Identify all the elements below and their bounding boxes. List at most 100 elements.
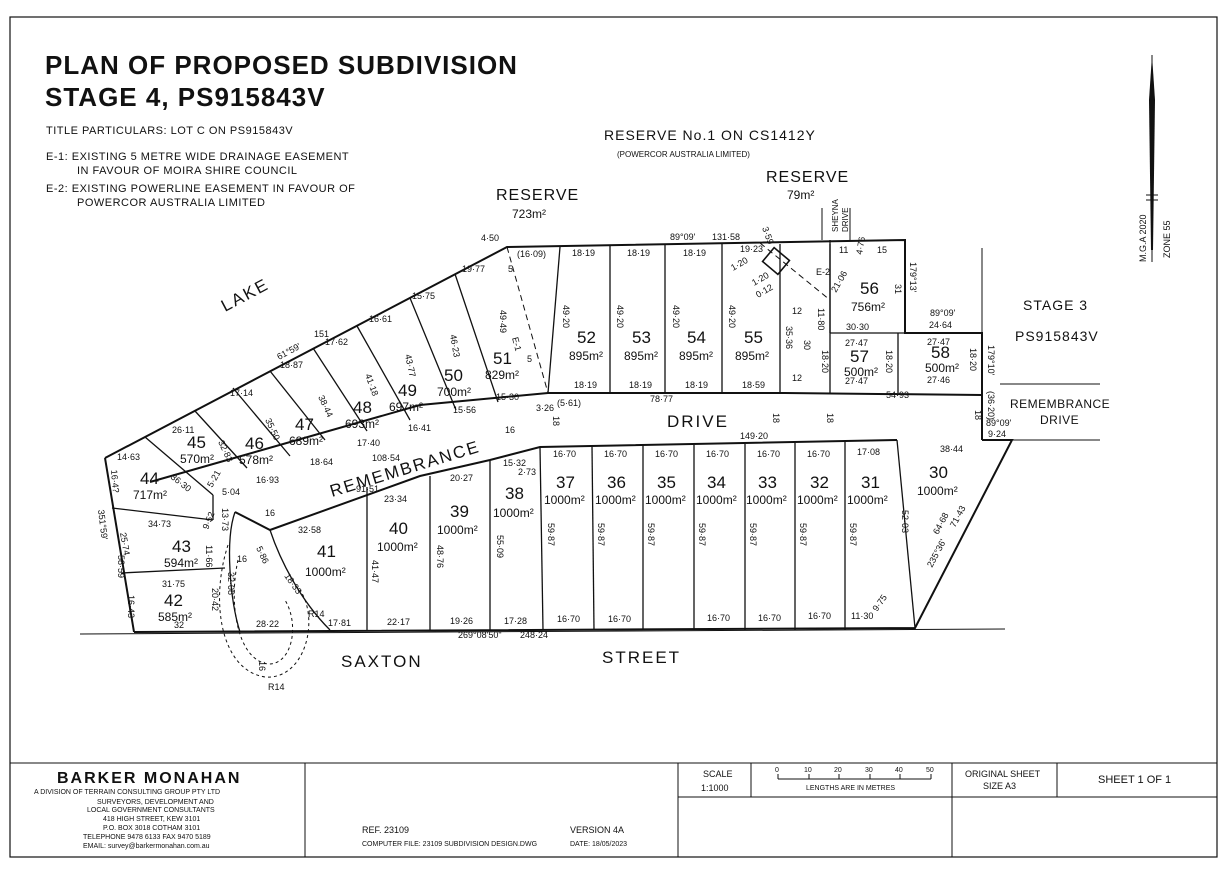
dim-label: 2·73 (518, 467, 536, 477)
stage3-ps: PS915843V (1015, 328, 1099, 344)
lot-number: 47 (295, 415, 314, 434)
title-particulars: TITLE PARTICULARS: LOT C ON PS915843V (46, 125, 293, 137)
lot-number: 51 (493, 349, 512, 368)
lot-number: 31 (861, 473, 880, 492)
dim-label: 18·19 (572, 248, 595, 258)
scale-tick: 50 (926, 767, 934, 774)
north-arrow-icon (1146, 55, 1158, 262)
firm-email: EMAIL: survey@barkermonahan.com.au (83, 843, 210, 850)
dim-label: 41·18 (363, 372, 380, 397)
dim-label: 5·86 (254, 545, 271, 566)
lot-area: 829m² (485, 368, 519, 382)
dim-label: 38·44 (940, 444, 963, 454)
lot-area: 1000m² (305, 565, 346, 579)
dim-label: 11 (839, 245, 848, 255)
dim-label: (16·09) (517, 249, 546, 259)
lot-area: 895m² (569, 349, 603, 363)
plan-title-line1: PLAN OF PROPOSED SUBDIVISION (45, 50, 518, 80)
lot-area: 1000m² (595, 493, 636, 507)
lot-area: 1000m² (746, 493, 787, 507)
firm-address-1: SURVEYORS, DEVELOPMENT AND (97, 799, 214, 806)
original-sheet-1: ORIGINAL SHEET (965, 769, 1041, 779)
dim-label: 31·75 (162, 579, 185, 589)
dim-label: 78·77 (650, 394, 673, 404)
lot-area: 1000m² (544, 493, 585, 507)
dim-label: 18·64 (310, 457, 333, 467)
dim-label: 16·70 (706, 449, 729, 459)
dim-label: 59·87 (546, 523, 556, 546)
lot-number: 50 (444, 366, 463, 385)
lot-area: 693m² (345, 417, 379, 431)
sheyna-label-2: DRIVE (841, 208, 850, 232)
reserve-79-box (761, 246, 791, 276)
lot-area: 717m² (133, 488, 167, 502)
stage3-label: STAGE 3 (1023, 297, 1088, 313)
dim-label: 16·41 (408, 423, 431, 433)
lot-number: 33 (758, 473, 777, 492)
dimension-labels: 89°09' 131·58 18·19 18·19 18·19 19·23 (1… (96, 225, 1012, 692)
dim-label: 18·87 (280, 360, 303, 370)
easement-e1-line2: IN FAVOUR OF MOIRA SHIRE COUNCIL (77, 165, 298, 177)
date: DATE: 18/05/2023 (570, 841, 627, 848)
dim-label: 23·34 (384, 494, 407, 504)
lot-number: 37 (556, 473, 575, 492)
dim-label: 48·76 (435, 545, 445, 568)
dim-label: 43·77 (403, 353, 418, 378)
lot-area: 700m² (437, 385, 471, 399)
dim-label: 5·21 (205, 468, 223, 489)
lake-label: LAKE (218, 275, 272, 316)
dim-label: 15 (877, 245, 887, 255)
dim-label: 59·87 (748, 523, 758, 546)
dim-label: 9·24 (988, 429, 1006, 439)
lot-number: 49 (398, 381, 417, 400)
cul-de-sac (219, 544, 310, 678)
dim-label: 15·30 (496, 392, 519, 402)
dim-label: (36·20) (986, 391, 996, 420)
dim-label: 18·19 (685, 380, 708, 390)
dim-label: 49·20 (727, 305, 737, 328)
lot-number: 44 (140, 469, 159, 488)
lot-area: 689m² (289, 434, 323, 448)
firm-address-5: TELEPHONE 9478 6133 FAX 9470 5189 (83, 834, 211, 841)
sheet-number: SHEET 1 OF 1 (1098, 774, 1171, 786)
dim-label: 11·30 (851, 611, 873, 621)
dim-label: 49·20 (671, 305, 681, 328)
dim-label: E-2 (816, 267, 830, 277)
dim-label: 17·62 (325, 337, 348, 347)
dim-label: 351°59' (96, 509, 110, 541)
easement-lines (506, 242, 831, 394)
dim-label: 71·43 (948, 504, 968, 529)
computer-file: COMPUTER FILE: 23109 SUBDIVISION DESIGN.… (362, 841, 537, 848)
dim-label: 27·47 (927, 337, 950, 347)
dim-label: 59·87 (697, 523, 707, 546)
dim-label: R14 (268, 682, 285, 692)
north-zone: ZONE 55 (1162, 220, 1172, 258)
dim-label: 5 (508, 264, 513, 274)
dim-label: 18·59 (742, 380, 765, 390)
dim-label: 17·81 (328, 618, 351, 628)
dim-label: 9·52 (201, 510, 217, 530)
dim-label: 16 (257, 661, 267, 671)
dim-label: 14·63 (117, 452, 140, 462)
lot-number: 55 (744, 328, 763, 347)
dim-label: 16·70 (808, 611, 831, 621)
dim-label: 30·30 (846, 322, 869, 332)
dim-label: 31 (893, 284, 903, 294)
lot-area: 1000m² (645, 493, 686, 507)
lot-number: 58 (931, 343, 950, 362)
reserve1-owner: (POWERCOR AUSTRALIA LIMITED) (617, 150, 750, 159)
plan-title-line2: STAGE 4, PS915843V (45, 82, 326, 112)
dim-label: 61°59' (275, 341, 302, 362)
dim-label: 18·19 (574, 380, 597, 390)
lot-number: 39 (450, 502, 469, 521)
reserve1-title: RESERVE No.1 ON CS1412Y (604, 127, 816, 143)
dim-label: 35·36 (784, 326, 794, 349)
lot-number: 52 (577, 328, 596, 347)
dim-label: 17·08 (857, 447, 880, 457)
dim-label: 27·46 (927, 375, 950, 385)
lot-number: 46 (245, 434, 264, 453)
dim-label: 17·14 (230, 388, 253, 398)
lot-number: 48 (353, 398, 372, 417)
